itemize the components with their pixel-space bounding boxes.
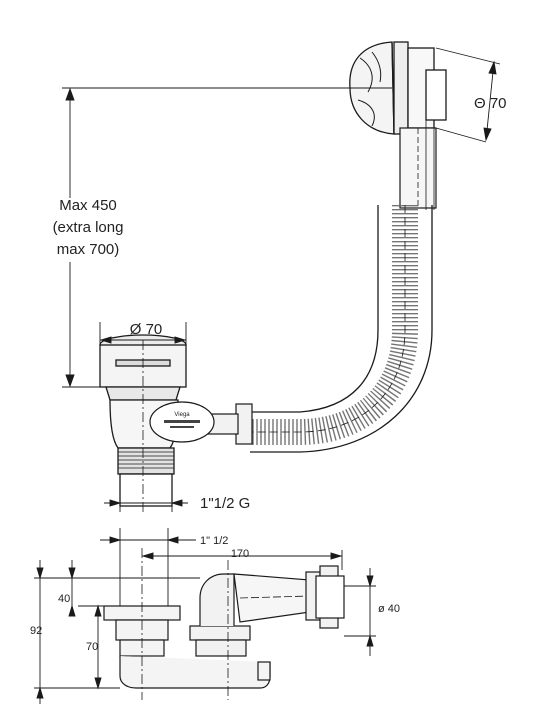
brand-label: Viega	[174, 412, 190, 418]
extra-long-label: (extra long	[53, 219, 124, 236]
max-height-dimension	[62, 87, 392, 388]
lower-thread-label: 1" 1/2	[200, 535, 228, 547]
thread-dimension	[104, 499, 188, 512]
hose-connector	[207, 403, 253, 445]
overflow-diameter-label: Θ 70	[474, 95, 507, 112]
max-height-label: Max 450	[59, 197, 117, 214]
drain-diameter-label: Ø 70	[130, 321, 163, 338]
extra-long-max-label: max 700)	[57, 241, 120, 258]
width-label: 170	[231, 548, 249, 560]
lower-drain-section	[103, 605, 271, 689]
brand-plate: Viega	[149, 401, 215, 443]
width-dimension	[141, 550, 343, 570]
height-dimensions	[34, 560, 200, 704]
flexible-hose	[250, 205, 433, 453]
thread-label: 1"1/2 G	[200, 495, 250, 512]
pipe-diameter-label: ø 40	[378, 603, 400, 615]
top-height-label: 40	[58, 593, 70, 605]
drain-diameter-dimension	[99, 322, 187, 345]
total-height-label: 92	[30, 625, 42, 637]
lower-height-label: 70	[86, 641, 98, 653]
lower-thread-dimension	[100, 528, 196, 606]
overflow-diameter-dimension	[435, 47, 501, 143]
elbow-trap	[189, 565, 345, 657]
overflow-tube	[399, 120, 437, 210]
pipe-diameter-dimension	[344, 568, 376, 656]
